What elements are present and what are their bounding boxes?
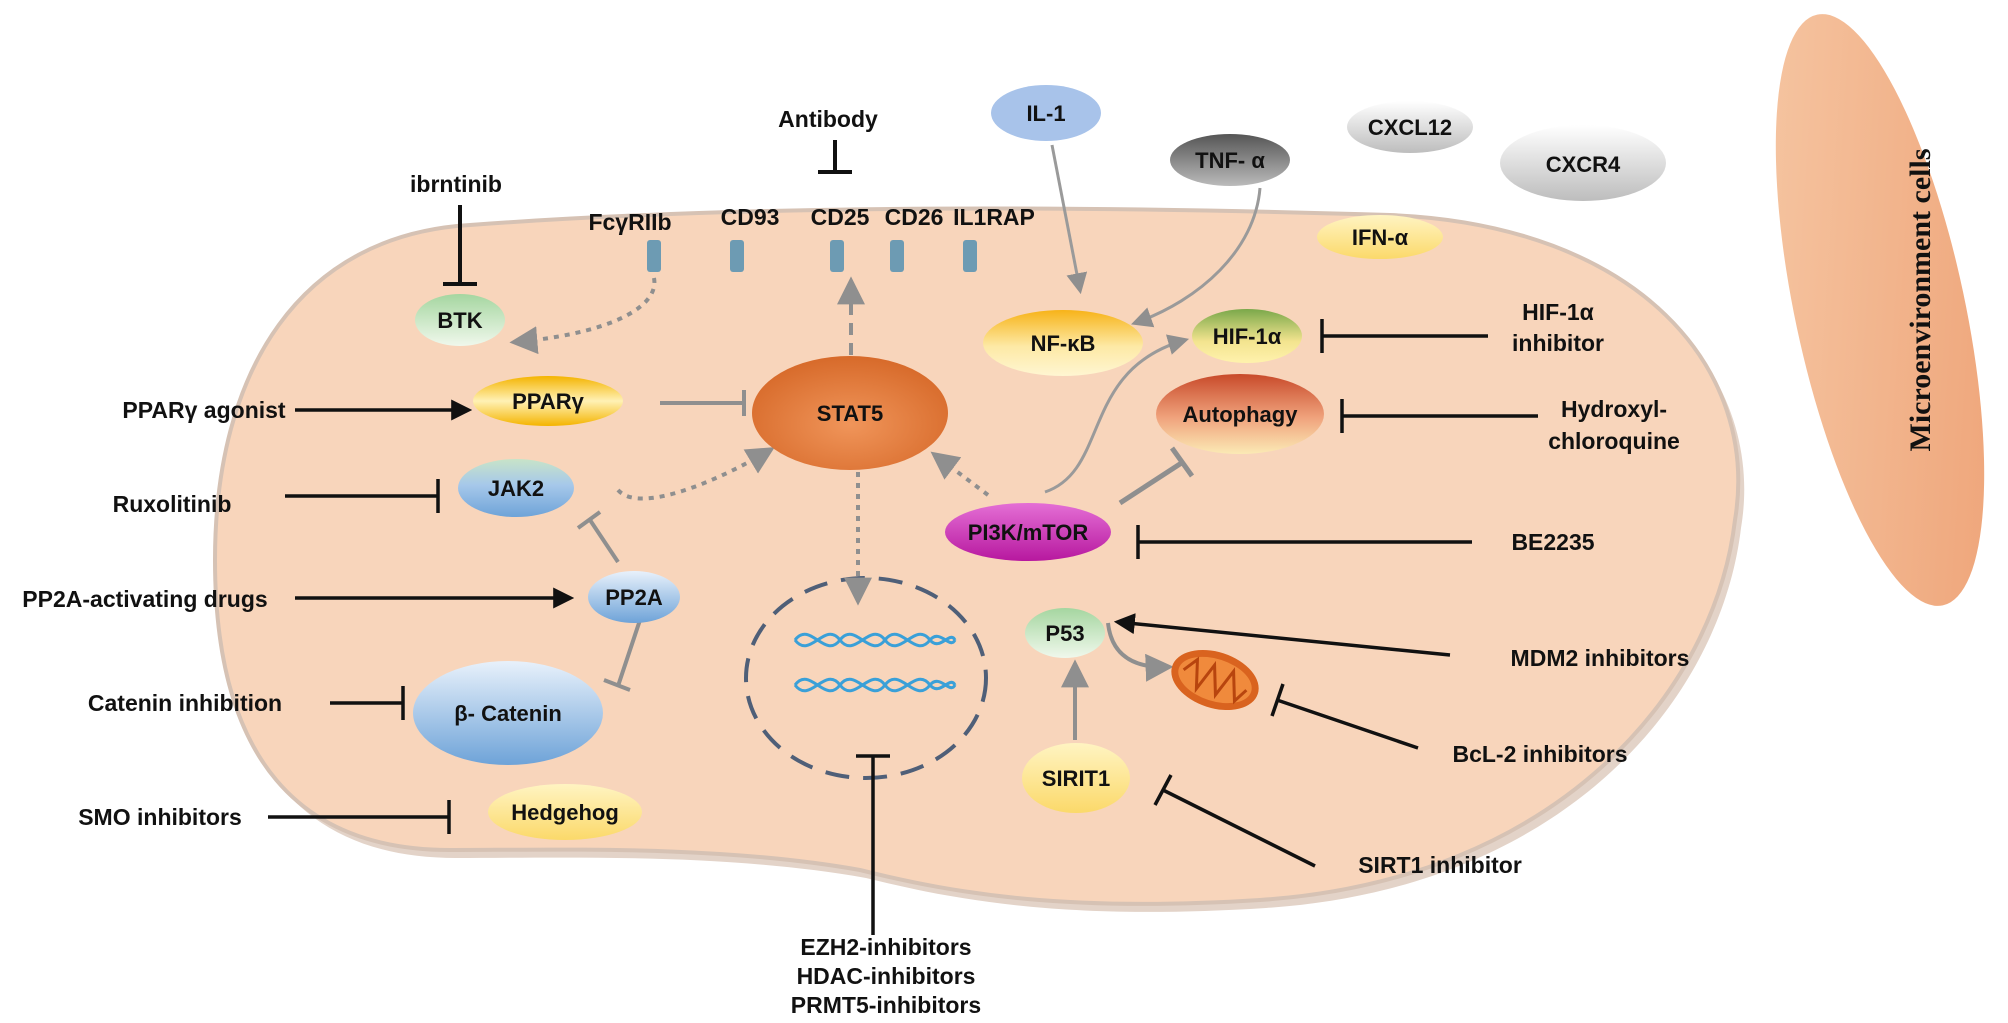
sirit1-node	[1022, 743, 1130, 813]
pi3k-label: PI3K/mTOR	[968, 520, 1089, 545]
p53-node	[1025, 608, 1105, 658]
catenin-node	[413, 661, 603, 765]
cxcl12-label: CXCL12	[1368, 115, 1452, 140]
autophagy-node	[1156, 374, 1324, 454]
antibody-inhibition: Antibody	[778, 106, 878, 174]
tnf-label: TNF- α	[1195, 148, 1265, 173]
drug-smo: SMO inhibitors	[78, 804, 242, 830]
drug-bcl2: BcL-2 inhibitors	[1452, 741, 1627, 767]
stat5-node	[752, 356, 948, 470]
pp2a-node	[588, 571, 680, 623]
dna-helix-icon	[793, 632, 957, 693]
p53-label: P53	[1045, 621, 1084, 646]
cxcl12-node	[1347, 101, 1473, 153]
ligand-arrows	[1050, 144, 1262, 328]
autophagy-label: Autophagy	[1183, 402, 1299, 427]
ligands: IL-1 TNF- α CXCL12 CXCR4 IFN-α	[991, 85, 1666, 259]
receptor-label-cd26: CD26	[885, 204, 944, 230]
ppar-node	[473, 376, 623, 426]
receptor-label-il1rap: IL1RAP	[953, 204, 1035, 230]
cxcr4-node	[1500, 125, 1666, 201]
drug-pp2a-activating: PP2A-activating drugs	[22, 586, 267, 612]
drug-ppar-agonist: PPARγ agonist	[122, 397, 285, 423]
mitochondrion-icon	[1171, 649, 1259, 711]
receptor-label-fcgr: FcγRIIb	[588, 209, 671, 235]
tnf-node	[1170, 134, 1290, 186]
nucleus	[744, 576, 988, 780]
nfkb-label: NF-κB	[1031, 331, 1096, 356]
receptor-cd93	[730, 240, 744, 272]
drug-hif-inhibitor-line1: HIF-1α	[1522, 299, 1594, 325]
hif-label: HIF-1α	[1213, 324, 1282, 349]
drug-annotations: ibrntinib PPARγ agonist Ruxolitinib PP2A…	[22, 171, 1689, 1018]
drug-catenin-inhibition: Catenin inhibition	[88, 690, 282, 716]
catenin-label: β- Catenin	[454, 701, 562, 726]
ifn-label: IFN-α	[1352, 225, 1409, 250]
stat5-label: STAT5	[817, 401, 883, 426]
pi3k-node	[945, 503, 1111, 561]
drug-be2235: BE2235	[1511, 529, 1594, 555]
receptor-cd26	[890, 240, 904, 272]
antibody-label: Antibody	[778, 106, 878, 132]
receptor-il1rap	[963, 240, 977, 272]
ifn-node	[1317, 215, 1443, 259]
il1-label: IL-1	[1026, 101, 1065, 126]
ppar-label: PPARγ	[512, 389, 584, 414]
microenvironment-cell: Microenvironment cells	[1775, 14, 1985, 606]
drug-hcq-line1: Hydroxyl-	[1561, 396, 1667, 422]
cxcr4-label: CXCR4	[1546, 152, 1621, 177]
drug-sirt1: SIRT1 inhibitor	[1358, 852, 1522, 878]
internal-arrows	[509, 276, 1195, 740]
btk-label: BTK	[437, 308, 482, 333]
jak2-label: JAK2	[488, 476, 544, 501]
sirit1-label: SIRIT1	[1042, 766, 1110, 791]
jak2-node	[458, 459, 574, 517]
drug-ibrutinib: ibrntinib	[410, 171, 502, 197]
receptor-fcgr	[647, 240, 661, 272]
receptor-label-cd25: CD25	[811, 204, 870, 230]
receptor-label-cd93: CD93	[721, 204, 780, 230]
hedgehog-node	[488, 784, 642, 840]
drug-hcq-line2: chloroquine	[1548, 428, 1680, 454]
drug-ruxolitinib: Ruxolitinib	[113, 491, 232, 517]
drug-ezh2: EZH2-inhibitors	[800, 934, 971, 960]
hif-node	[1192, 309, 1302, 363]
il1-node	[991, 85, 1101, 141]
drug-hif-inhibitor-line2: inhibitor	[1512, 330, 1604, 356]
nfkb-node	[983, 310, 1143, 376]
microenvironment-label: Microenvironment cells	[1904, 149, 1937, 452]
drug-hdac: HDAC-inhibitors	[797, 963, 976, 989]
nodes: BTK PPARγ STAT5 JAK2 PP2A β- Catenin Hed…	[413, 294, 1324, 840]
hedgehog-label: Hedgehog	[511, 800, 619, 825]
receptors: FcγRIIb CD93 CD25 CD26 IL1RAP	[588, 204, 1035, 272]
drug-mdm2: MDM2 inhibitors	[1511, 645, 1690, 671]
pp2a-label: PP2A	[605, 585, 663, 610]
btk-node	[415, 294, 505, 346]
receptor-cd25	[830, 240, 844, 272]
drug-prmt5: PRMT5-inhibitors	[791, 992, 981, 1018]
